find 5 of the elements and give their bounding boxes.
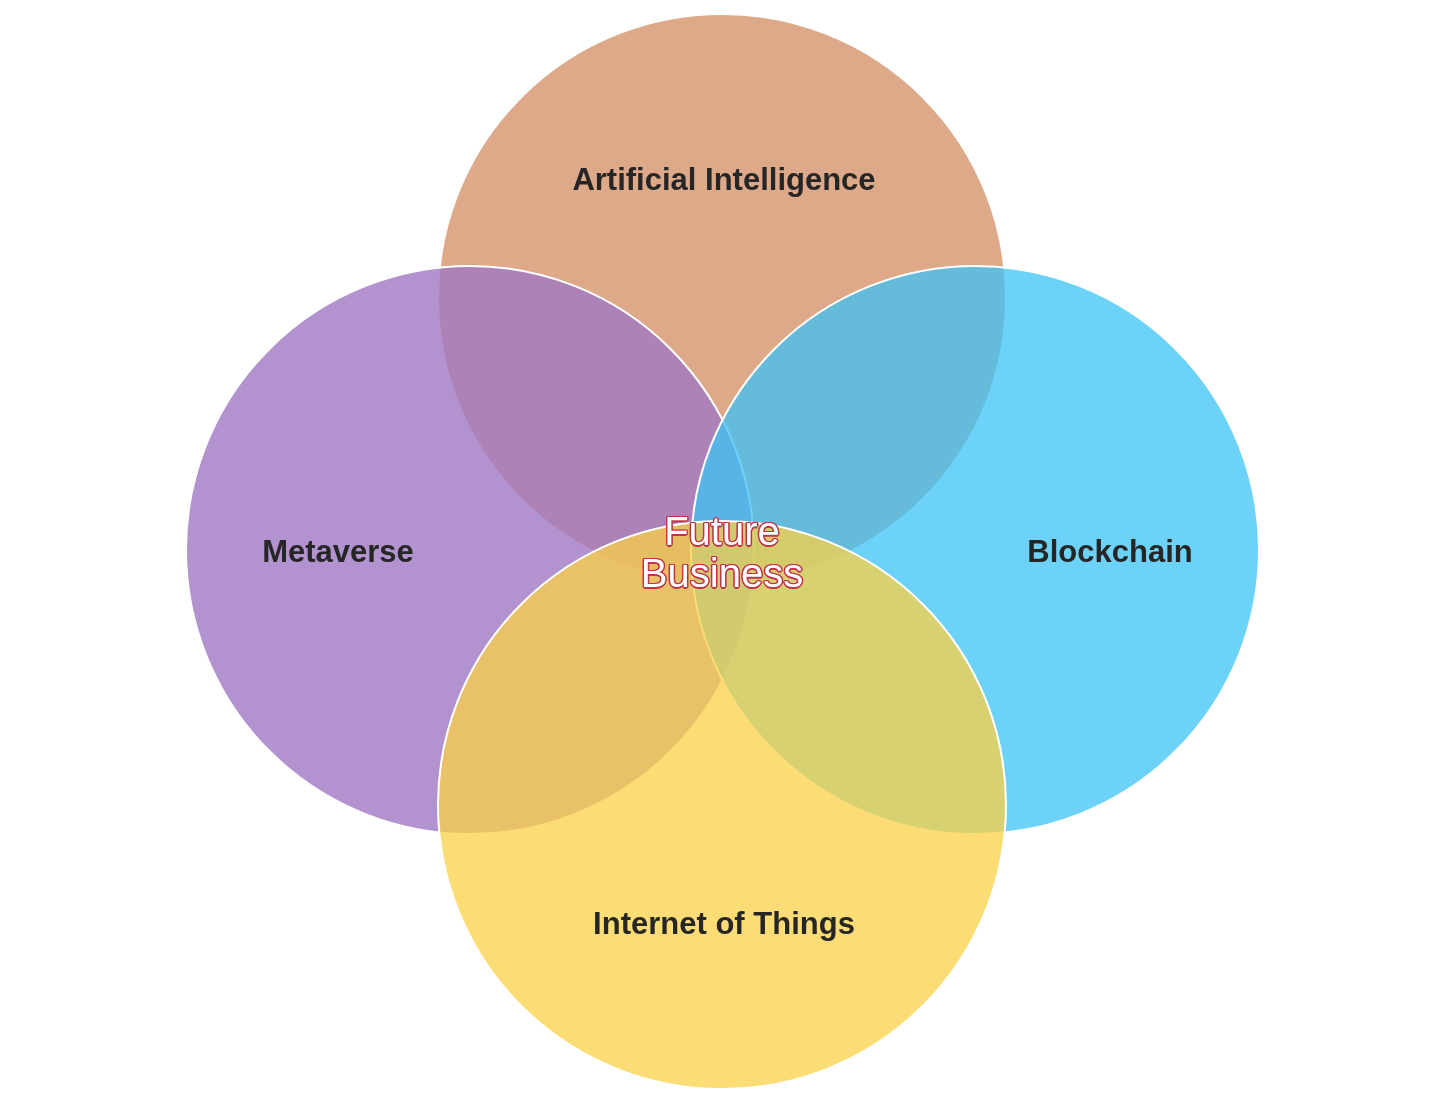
circle-label: Artificial Intelligence bbox=[572, 162, 876, 198]
circle-label: Blockchain bbox=[1027, 534, 1193, 570]
circle-label: Internet of Things bbox=[593, 906, 855, 942]
circle-label: Metaverse bbox=[262, 534, 414, 570]
center-label: Future Business bbox=[639, 510, 805, 594]
